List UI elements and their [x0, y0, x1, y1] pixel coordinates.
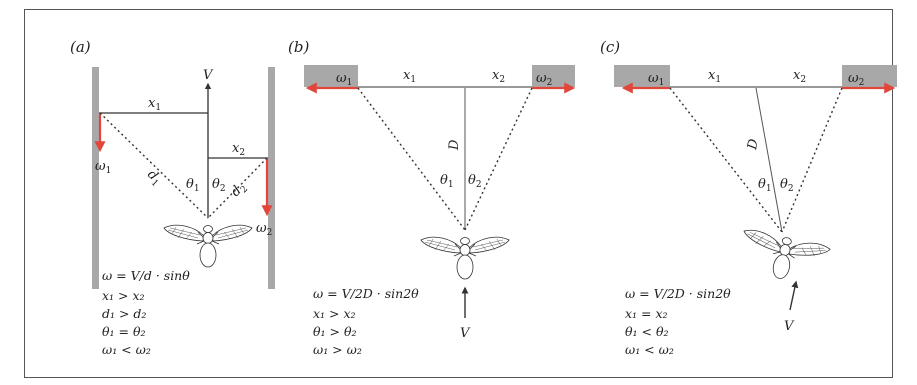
omega1-label: ω1 [95, 159, 111, 176]
omega2-label: ω2 [256, 221, 272, 238]
d1-label: d1 [143, 167, 165, 189]
panel-letter-c: (c) [600, 38, 620, 56]
distance-line [755, 87, 783, 233]
equation-line: θ₁ < θ₂ [625, 324, 669, 339]
x1-label: x1 [148, 96, 161, 113]
left-wall [614, 65, 670, 87]
x2-label: x2 [232, 141, 245, 158]
heading-label: V [460, 326, 471, 341]
omega1-label: ω1 [648, 71, 664, 88]
equation-line: ω = V/d · sinθ [102, 268, 190, 283]
left-wall [92, 67, 99, 289]
d2-label: d2 [228, 179, 250, 201]
equation-line: ω = V/2D · sin2θ [313, 286, 419, 301]
theta1-label: θ1 [440, 173, 454, 190]
omega2-label: ω2 [536, 71, 552, 88]
x2-label: x2 [793, 68, 806, 85]
equations-a: ω = V/d · sinθ x₁ > x₂ d₁ > d₂ θ₁ = θ₂ ω… [102, 268, 190, 357]
panel-b: (b) ω1 ω2 x1 x2 D θ1 θ2 V ω = V/2D · sin… [288, 38, 576, 357]
d1-line [99, 112, 209, 219]
x2-label: x2 [492, 68, 505, 85]
sight-line-left [357, 87, 466, 231]
sight-line-right [464, 87, 533, 231]
panel-c: (c) ω1 ω2 x1 x2 D θ1 θ2 V ω = V/2D · sin… [600, 38, 897, 357]
equation-line: ω₁ < ω₂ [625, 342, 674, 357]
right-wall [532, 65, 575, 87]
omega1-label: ω1 [336, 71, 352, 88]
heading-label: V [784, 319, 795, 334]
omega2-label: ω2 [848, 71, 864, 88]
panel-a: (a) V x1 x2 ω1 ω2 d1 d2 θ1 θ2 ω = V/d · … [70, 38, 275, 357]
panel-letter-b: (b) [288, 38, 309, 56]
equations-b: ω = V/2D · sin2θ x₁ > x₂ θ₁ > θ₂ ω₁ > ω₂ [313, 286, 419, 357]
equations-c: ω = V/2D · sin2θ x₁ = x₂ θ₁ < θ₂ ω₁ < ω₂ [625, 286, 731, 357]
theta1-label: θ1 [758, 177, 772, 194]
equation-line: x₁ > x₂ [102, 288, 145, 303]
sight-line-right [781, 87, 843, 233]
right-wall [268, 67, 275, 289]
equation-line: ω₁ < ω₂ [102, 342, 151, 357]
equation-line: x₁ > x₂ [313, 306, 356, 321]
fly-icon [420, 236, 510, 280]
x1-label: x1 [708, 68, 721, 85]
fly-icon [163, 224, 253, 268]
equation-line: d₁ > d₂ [102, 306, 146, 321]
d2-line [207, 157, 268, 219]
heading-label: V [203, 68, 214, 83]
equation-line: ω₁ > ω₂ [313, 342, 362, 357]
theta1-label: θ1 [186, 177, 200, 194]
sight-line-left [669, 87, 783, 233]
equation-line: θ₁ > θ₂ [313, 324, 357, 339]
figure-border [24, 9, 893, 378]
equation-line: x₁ = x₂ [625, 306, 668, 321]
fly-icon [735, 227, 832, 288]
panel-letter-a: (a) [70, 38, 91, 56]
distance-label: D [447, 139, 462, 151]
heading-arrow [789, 280, 799, 311]
distance-label: D [745, 137, 762, 151]
theta2-label: θ2 [212, 177, 226, 194]
left-wall [304, 65, 358, 87]
x1-label: x1 [403, 68, 416, 85]
equation-line: ω = V/2D · sin2θ [625, 286, 731, 301]
right-wall [842, 65, 897, 87]
theta2-label: θ2 [468, 173, 482, 190]
theta2-label: θ2 [780, 177, 794, 194]
equation-line: θ₁ = θ₂ [102, 324, 146, 339]
